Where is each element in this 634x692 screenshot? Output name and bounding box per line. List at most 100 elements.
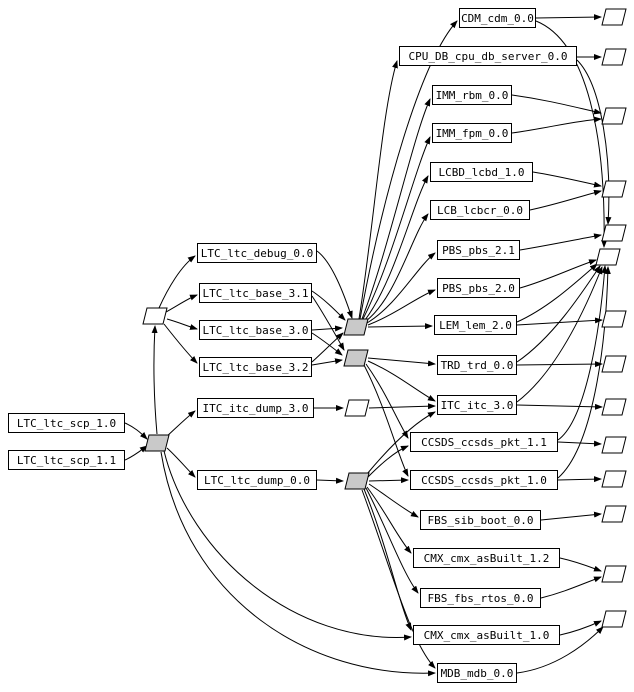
node-lcb-lcbcr[interactable]: LCB_lcbcr_0.0: [430, 200, 530, 220]
node-label: LTC_ltc_base_3.2: [202, 360, 309, 374]
node-label: LCBD_lcbd_1.0: [438, 165, 525, 179]
connector-node-right-1[interactable]: [601, 8, 627, 26]
node-ccsds-pkt-1-1[interactable]: CCSDS_ccsds_pkt_1.1: [410, 432, 558, 452]
edge: [367, 360, 436, 402]
edge: [366, 486, 412, 554]
node-fbs-rtos[interactable]: FBS_fbs_rtos_0.0: [420, 588, 541, 608]
node-lem[interactable]: LEM_lem_2.0: [434, 315, 517, 335]
connector-node-right-7[interactable]: [601, 310, 627, 328]
connector-node-right-6[interactable]: [595, 248, 621, 266]
connector-node-mid-white[interactable]: [344, 399, 370, 417]
node-label: CMX_cmx_asBuilt_1.0: [423, 628, 550, 642]
connector-node-hub-gray-2[interactable]: [343, 349, 369, 367]
connector-node-hub-gray-1[interactable]: [343, 318, 369, 336]
node-cdm[interactable]: CDM_cdm_0.0: [459, 8, 536, 28]
node-label: LTC_ltc_base_3.0: [202, 323, 309, 337]
edge: [367, 323, 433, 330]
node-trd[interactable]: TRD_trd_0.0: [437, 355, 517, 375]
edge: [361, 98, 431, 320]
edge: [519, 233, 602, 251]
connector-node-dump-gray[interactable]: [344, 472, 370, 490]
connector-node-right-13[interactable]: [601, 565, 627, 583]
node-cpu-db-server[interactable]: CPU_DB_cpu_db_server_0.0: [399, 46, 577, 66]
edge: [557, 265, 608, 441]
connector-node-left-white[interactable]: [142, 307, 168, 325]
connector-node-right-12[interactable]: [601, 505, 627, 523]
edge: [516, 626, 604, 674]
node-itc-3-0[interactable]: ITC_itc_3.0: [437, 395, 517, 415]
edge: [368, 477, 409, 484]
node-ltc-base-3-2[interactable]: LTC_ltc_base_3.2: [199, 357, 312, 377]
edge: [516, 265, 601, 363]
edge: [151, 325, 158, 435]
node-imm-fpm[interactable]: IMM_fpm_0.0: [432, 123, 512, 143]
edge: [557, 440, 602, 447]
edge: [316, 250, 353, 319]
connector-node-left-gray[interactable]: [144, 434, 170, 452]
edge: [511, 116, 602, 134]
node-ltc-base-3-0[interactable]: LTC_ltc_base_3.0: [199, 320, 312, 340]
connector-node-right-10[interactable]: [601, 436, 627, 454]
node-ltc-dump[interactable]: LTC_ltc_dump_0.0: [197, 470, 317, 490]
edge: [516, 263, 598, 323]
edge: [557, 266, 611, 479]
node-label: CCSDS_ccsds_pkt_1.0: [421, 473, 547, 487]
edge: [311, 358, 343, 366]
node-pbs-2-1[interactable]: PBS_pbs_2.1: [437, 240, 520, 260]
edge: [364, 175, 429, 321]
node-itc-dump[interactable]: ITC_itc_dump_3.0: [197, 398, 314, 418]
node-label: CPU_DB_cpu_db_server_0.0: [408, 49, 568, 63]
node-label: CMX_cmx_asBuilt_1.2: [423, 551, 550, 565]
edge: [367, 289, 436, 326]
node-cmx-asbuilt-1-0[interactable]: CMX_cmx_asBuilt_1.0: [413, 625, 560, 645]
node-ccsds-pkt-1-0[interactable]: CCSDS_ccsds_pkt_1.0: [410, 470, 558, 490]
edge: [535, 14, 602, 21]
edge: [358, 60, 398, 320]
node-label: IMM_rbm_0.0: [435, 88, 509, 102]
edge: [311, 295, 345, 351]
connector-node-right-9[interactable]: [601, 398, 627, 416]
edge: [165, 410, 196, 438]
edge: [366, 252, 436, 324]
connector-node-right-8[interactable]: [601, 355, 627, 373]
node-mdb[interactable]: MDB_mdb_0.0: [437, 663, 517, 683]
node-ltc-base-3-1[interactable]: LTC_ltc_base_3.1: [199, 283, 312, 303]
node-label: MDB_mdb_0.0: [440, 666, 514, 680]
node-cmx-asbuilt-1-2[interactable]: CMX_cmx_asBuilt_1.2: [413, 548, 560, 568]
node-imm-rbm[interactable]: IMM_rbm_0.0: [432, 85, 512, 105]
node-ltc-scp-1-0[interactable]: LTC_ltc_scp_1.0: [8, 413, 125, 433]
edge: [311, 325, 343, 332]
edge: [540, 511, 602, 521]
node-label: TRD_trd_0.0: [440, 358, 514, 372]
edge: [363, 488, 412, 631]
edge: [163, 323, 198, 364]
connector-node-right-4[interactable]: [601, 180, 627, 198]
connector-node-right-5[interactable]: [601, 224, 627, 242]
node-lcbd[interactable]: LCBD_lcbd_1.0: [430, 162, 533, 182]
node-ltc-debug[interactable]: LTC_ltc_debug_0.0: [197, 243, 317, 263]
node-ltc-scp-1-1[interactable]: LTC_ltc_scp_1.1: [8, 450, 125, 470]
connector-node-right-3[interactable]: [601, 107, 627, 125]
node-pbs-2-0[interactable]: PBS_pbs_2.0: [437, 278, 520, 298]
edge: [367, 445, 409, 478]
edge: [165, 294, 198, 313]
edge: [529, 189, 602, 211]
edge: [519, 259, 597, 289]
connector-node-right-14[interactable]: [601, 610, 627, 628]
node-label: LCB_lcbcr_0.0: [436, 203, 524, 217]
node-label: ITC_itc_3.0: [440, 398, 514, 412]
node-label: PBS_pbs_2.0: [442, 281, 515, 295]
connector-node-right-11[interactable]: [601, 470, 627, 488]
node-label: LTC_ltc_scp_1.0: [16, 416, 117, 430]
edge: [559, 620, 602, 636]
node-label: ITC_itc_dump_3.0: [202, 401, 309, 415]
node-label: LTC_ltc_base_3.1: [202, 286, 309, 300]
edge: [535, 20, 608, 248]
edge: [163, 450, 412, 641]
node-fbs-sib-boot[interactable]: FBS_sib_boot_0.0: [420, 510, 541, 530]
edge: [516, 361, 603, 368]
node-label: LEM_lem_2.0: [439, 318, 512, 332]
connector-node-right-2[interactable]: [601, 48, 627, 66]
